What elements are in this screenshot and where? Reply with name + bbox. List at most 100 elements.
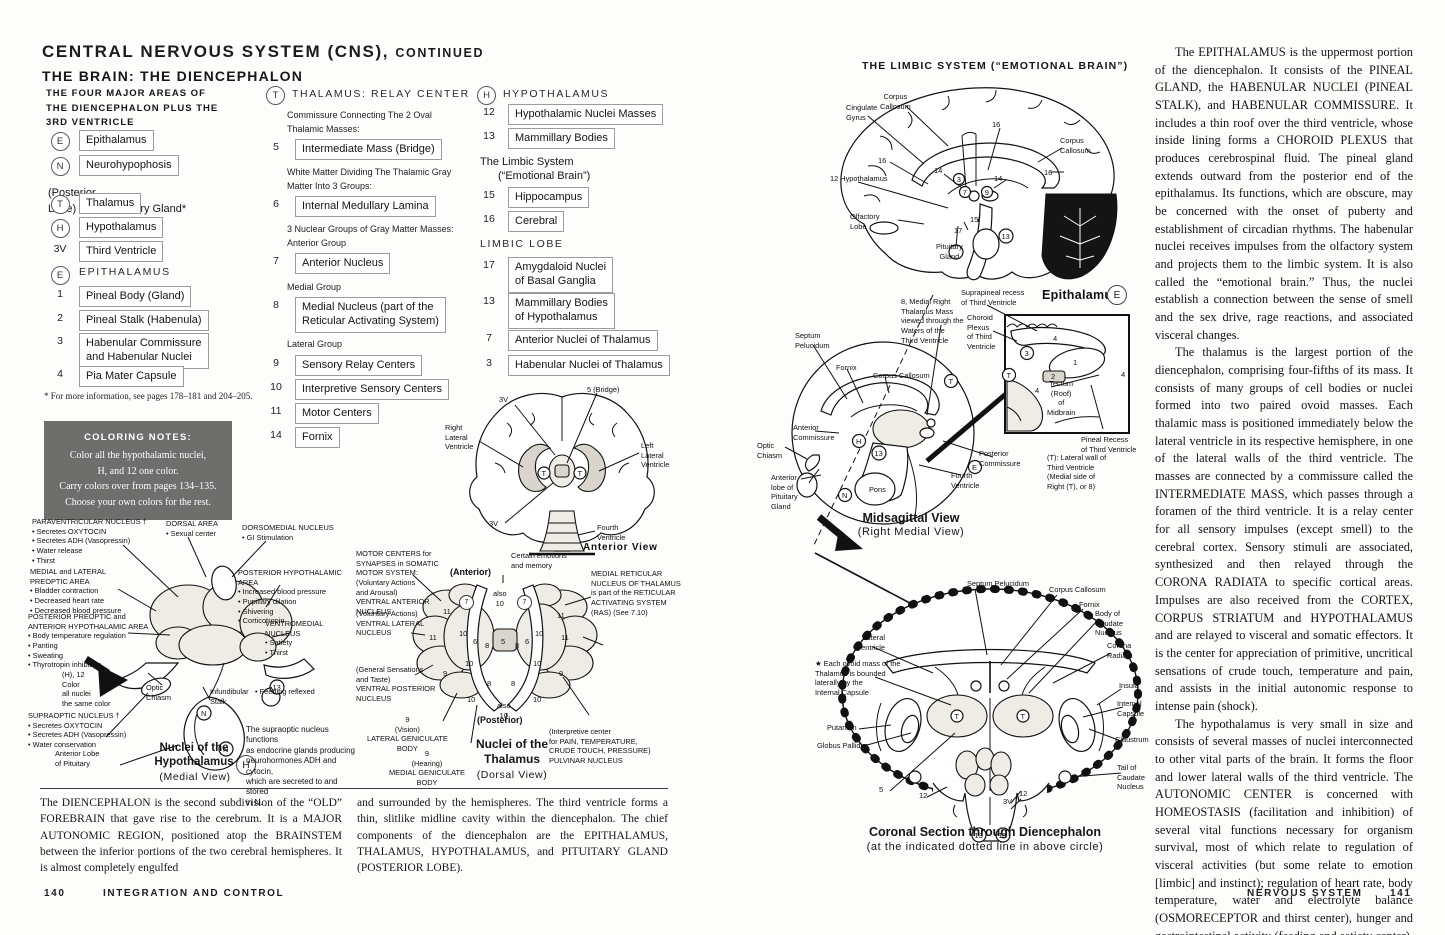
note-ovoid-mass: ★ Each ovoid mass of the Thalamus is bou… (815, 659, 901, 697)
list-item: 13 Mammillary Bodies (477, 128, 615, 150)
page-title-main: CENTRAL NERVOUS SYSTEM (CNS), (42, 42, 390, 61)
key-plain: 3 (486, 357, 492, 369)
midsagittal-drawing: T H 13 N E 3 T 4 1 2 4 4 (784, 294, 1130, 551)
label-corpus-callosum: Corpus Callosum (873, 371, 930, 380)
hypothalamus-drawing: N N 13 (84, 536, 315, 771)
body-text-right: and surrounded by the hemispheres. The t… (357, 797, 668, 875)
list-item: 4 Pia Mater Capsule (48, 366, 184, 388)
term-box: Epithalamus (79, 130, 154, 152)
label-color-note: (H), 12 Color all nuclei the same color (62, 670, 111, 708)
body-text-left: The DIENCEPHALON is the second subdivisi… (40, 797, 342, 875)
label-infundibular-stalk: Infundibular Stalk (210, 687, 249, 706)
n16: 16 (878, 156, 887, 165)
term-box: Fornix (295, 427, 340, 449)
label-tail-caudate: Tail of Caudate Nucleus (1117, 763, 1145, 792)
region-number: 10 (467, 695, 476, 704)
key-plain: 1 (57, 288, 63, 300)
label-claustrum: Claustrum (1115, 735, 1149, 744)
t-circle: T (1021, 712, 1026, 721)
key-circle: H (477, 86, 496, 105)
col-a-heading: THE FOUR MAJOR AREAS OF THE DIENCEPHALON… (46, 88, 219, 129)
list-item: 15 Hippocampus (477, 187, 590, 209)
label-posterior-preoptic: POSTERIOR PREOPTIC and ANTERIOR HYPOTHAL… (28, 612, 149, 670)
label-12-hypothalamus: 12 Hypothalamus (830, 174, 888, 183)
note-text: Lateral Group (287, 339, 343, 349)
term-box: Pineal Body (Gland) (79, 286, 192, 308)
key-plain: 10 (270, 381, 282, 393)
term-box: Internal Medullary Lamina (295, 196, 436, 218)
c9: 9 (985, 188, 989, 197)
coloring-notes-body: Color all the hypothalamic nuclei, H, an… (59, 450, 217, 508)
label-3v-top: 3V (499, 395, 509, 404)
note-text: Medial Group (287, 282, 342, 292)
label-3v-bottom: 3V (489, 519, 499, 528)
n16: 16 (992, 120, 1001, 129)
label-preoptic-area: MEDIAL and LATERAL PREOPTIC AREA • Bladd… (30, 567, 122, 615)
region-number: 10 (533, 695, 542, 704)
figure-midsagittal-epithalamus: T H 13 N E 3 T 4 1 2 4 4 Epithalamus E S… (755, 283, 1157, 555)
h-circle: H (856, 437, 861, 446)
term-box: Sensory Relay Centers (295, 355, 423, 377)
key-plain: 12 (483, 106, 495, 118)
running-head-left: INTEGRATION AND CONTROL (103, 888, 285, 899)
label-septum-pelucidum: Septum Pelucidum (795, 331, 830, 350)
n13-key: 13 (273, 683, 281, 692)
n5: 5 (879, 785, 884, 794)
key-plain: 7 (486, 332, 492, 344)
label-body-caudate: Body of Caudate Nucleus (1095, 609, 1123, 638)
e-circle: E (972, 463, 977, 472)
label-feeding-reflex: • Feeding reflexed (255, 687, 315, 696)
key-circle: E (50, 266, 70, 285)
thalamus-header: T THALAMUS: RELAY CENTER (266, 86, 470, 105)
region-number: 9 (443, 669, 448, 678)
term-box: Habenular Commissure and Habenular Nucle… (79, 333, 209, 369)
caption-hypothalamus-title: Nuclei of the Hypothalamus (154, 742, 234, 769)
section-title: THE BRAIN: THE DIENCEPHALON (42, 68, 304, 84)
label-posterior: (Posterior) (477, 715, 523, 725)
hypothalamus-header: H HYPOTHALAMUS (477, 86, 609, 105)
label-paraventricular-nucleus: PARAVENTRICULAR NUCLEUS † • Secretes OXY… (32, 517, 147, 565)
n-circle: N (842, 491, 847, 500)
label-fornix: Fornix (836, 363, 857, 372)
note-text: White Matter Dividing The Thalamic Gray … (287, 167, 452, 191)
n-letter: N (201, 709, 206, 718)
label-t-note: (T): Lateral wall of Third Ventricle (Me… (1047, 453, 1107, 491)
caption-coronal-section: Coronal Section through Diencephalon (869, 825, 1101, 839)
t-circle: T (955, 712, 960, 721)
label-septum-pelucidum: Septum Pelucidum (967, 579, 1030, 588)
list-item: 7 Anterior Nuclei of Thalamus (477, 330, 658, 352)
n7-circle: 7 (459, 595, 474, 610)
figure-limbic-system: 3 7 9 13 Corpus Callosum Cingulate Gyrus… (828, 76, 1140, 290)
n17: 17 (954, 226, 963, 235)
label-anterior: (Anterior) (450, 567, 491, 577)
i4: 4 (1053, 334, 1057, 343)
n14: 14 (934, 166, 943, 175)
list-item: 2 Pineal Stalk (Habenula) (48, 310, 209, 332)
limbic-drawing: 3 7 9 13 (840, 87, 1118, 281)
term-box: Motor Centers (295, 403, 379, 425)
list-item: 10 Interpretive Sensory Centers (264, 379, 450, 401)
list-item: 11 Motor Centers (264, 403, 379, 425)
limbic-figure-title: THE LIMBIC SYSTEM (“EMOTIONAL BRAIN”) (862, 60, 1129, 72)
label-pulvinar: (Interpretive center for PAIN, TEMPERATU… (549, 727, 651, 765)
i4: 4 (1035, 386, 1039, 395)
label-anterior-lobe-pituitary: Anterior Lobe of Pituitary (55, 749, 100, 768)
region-number: 10 (533, 659, 542, 668)
region-number: 11 (557, 611, 565, 620)
region-number: 8 (515, 641, 520, 650)
list-item: 14 Fornix (264, 427, 340, 449)
figure-thalamus-nuclei: MOTOR CENTERS for SYNAPSES in SOMATIC MO… (353, 545, 683, 793)
n14: 14 (994, 174, 1003, 183)
label-pineal-recess: Pineal Recess of Third Ventricle (1081, 435, 1137, 454)
coloring-notes-box: COLORING NOTES: Color all the hypothalam… (44, 421, 232, 520)
c3: 3 (957, 175, 961, 184)
list-item: 9 Sensory Relay Centers (264, 355, 423, 377)
n12: 12 (1019, 789, 1028, 798)
key-plain: 4 (57, 368, 63, 380)
label-anterior-lobe-pituitary: Anterior lobe of Pituitary Gland (771, 473, 798, 511)
label-dorsal-area: DORSAL AREA • Sexual center (166, 519, 218, 538)
caption-right-medial-view: (Right Medial View) (857, 526, 965, 538)
coronal-drawing: T T 13 13 (814, 552, 1142, 857)
footnote: * For more information, see pages 178–18… (44, 391, 253, 401)
list-item: 13 Mammillary Bodies of Hypothalamus (477, 293, 615, 329)
